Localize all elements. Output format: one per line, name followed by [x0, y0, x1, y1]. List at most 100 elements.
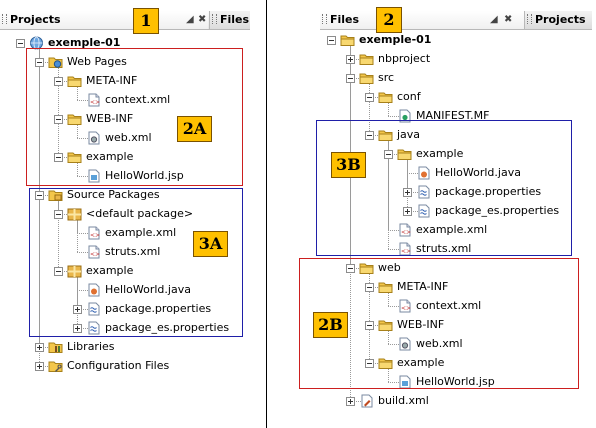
- panel-divider: [266, 0, 267, 428]
- collapse-icon[interactable]: [346, 74, 355, 83]
- tree-guide-line: [388, 249, 405, 250]
- folder-icon: [67, 150, 82, 164]
- collapse-icon[interactable]: [35, 58, 44, 67]
- expand-icon[interactable]: [35, 362, 44, 371]
- drag-grip-icon[interactable]: [322, 14, 327, 24]
- tab-projects[interactable]: Projects: [0, 11, 208, 29]
- drag-grip-icon[interactable]: [527, 14, 532, 24]
- tree-node-label: example.xml: [416, 223, 488, 236]
- collapse-icon[interactable]: [365, 359, 374, 368]
- tree-node-label: HelloWorld.java: [105, 283, 191, 296]
- tree-guide-line: [369, 287, 386, 288]
- svg-text:<>: <>: [90, 99, 100, 106]
- collapse-icon[interactable]: [35, 191, 44, 200]
- tree-node-label: package.properties: [435, 185, 542, 198]
- close-tab-icon[interactable]: ✖: [198, 14, 207, 25]
- expand-icon[interactable]: [403, 207, 412, 216]
- tree-node-label: exemple-01: [48, 36, 121, 49]
- tree-guide-line: [350, 59, 367, 60]
- highlight-box-3a: [29, 188, 243, 337]
- tab-label: Files: [330, 13, 360, 26]
- tree-guide-line: [39, 49, 40, 366]
- tree-guide-line: [39, 62, 56, 63]
- tree-node-label: example.xml: [105, 226, 177, 239]
- tree-node-label: HelloWorld.java: [435, 166, 521, 179]
- highlight-box-3b: [316, 120, 572, 256]
- tree-guide-line: [388, 154, 405, 155]
- tree-guide-line: [388, 103, 389, 116]
- collapse-icon[interactable]: [365, 321, 374, 330]
- svg-text:<>: <>: [90, 251, 100, 258]
- tree-guide-line: [369, 363, 386, 364]
- tree-node-label: META-INF: [397, 280, 449, 293]
- svg-text:<>: <>: [90, 232, 100, 239]
- tree-guide-line: [369, 135, 386, 136]
- collapse-icon[interactable]: [54, 210, 63, 219]
- tree-node-label: HelloWorld.jsp: [105, 169, 184, 182]
- svg-text:<>: <>: [401, 229, 411, 236]
- tree-node-label: struts.xml: [105, 245, 161, 258]
- collapse-icon[interactable]: [54, 115, 63, 124]
- tree-node-label: src: [378, 71, 395, 84]
- folder-icon: [359, 261, 374, 275]
- highlight-box-2b: [299, 258, 579, 389]
- tab-projects[interactable]: Projects: [524, 11, 592, 29]
- tree-guide-line: [350, 401, 367, 402]
- tree-guide-line: [407, 173, 424, 174]
- tree-guide-line: [39, 195, 56, 196]
- expand-icon[interactable]: [73, 305, 82, 314]
- callout-badge-2b: 2B: [313, 312, 348, 338]
- project-globe-icon: [29, 36, 44, 50]
- tree-node-label: Configuration Files: [67, 359, 170, 372]
- folder-icon: [378, 90, 393, 104]
- collapse-icon[interactable]: [365, 93, 374, 102]
- collapse-icon[interactable]: [365, 283, 374, 292]
- tree-guide-line: [58, 201, 59, 271]
- expand-icon[interactable]: [403, 188, 412, 197]
- package-icon: [67, 207, 82, 221]
- tree-node-label: MANIFEST.MF: [416, 109, 490, 122]
- close-tab-icon[interactable]: ✖: [504, 14, 513, 25]
- tree-guide-line: [388, 382, 405, 383]
- minimize-window-icon[interactable]: ◢: [490, 14, 498, 25]
- source-packages-icon: [48, 188, 63, 202]
- build-xml-icon: [359, 394, 374, 408]
- drag-grip-icon[interactable]: [2, 14, 7, 24]
- tree-guide-line: [388, 331, 389, 344]
- minimize-window-icon[interactable]: ◢: [186, 14, 194, 25]
- expand-icon[interactable]: [346, 397, 355, 406]
- tab-files[interactable]: Files: [209, 11, 250, 29]
- package-icon: [67, 264, 82, 278]
- collapse-icon[interactable]: [54, 153, 63, 162]
- expand-icon[interactable]: [346, 55, 355, 64]
- collapse-icon[interactable]: [346, 264, 355, 273]
- drag-grip-icon[interactable]: [212, 14, 217, 24]
- tree-guide-line: [77, 87, 78, 100]
- collapse-icon[interactable]: [54, 267, 63, 276]
- tree-guide-line: [58, 214, 75, 215]
- tree-node-label: web.xml: [416, 337, 463, 350]
- collapse-icon[interactable]: [16, 39, 25, 48]
- tree-guide-line: [77, 290, 94, 291]
- java-file-icon: [86, 283, 101, 297]
- collapse-icon[interactable]: [54, 77, 63, 86]
- expand-icon[interactable]: [73, 324, 82, 333]
- collapse-icon[interactable]: [384, 150, 393, 159]
- tree-guide-line: [369, 97, 386, 98]
- tree-guide-line: [77, 328, 94, 329]
- svg-text:<>: <>: [401, 305, 411, 312]
- tree-node-label: conf: [397, 90, 421, 103]
- tab-files[interactable]: Files: [320, 11, 524, 29]
- folder-icon: [359, 71, 374, 85]
- tree-guide-line: [388, 230, 405, 231]
- tree-guide-line: [77, 277, 78, 328]
- tree-node-label: web.xml: [105, 131, 152, 144]
- xml-file-icon: <>: [397, 299, 412, 313]
- collapse-icon[interactable]: [327, 36, 336, 45]
- collapse-icon[interactable]: [365, 131, 374, 140]
- expand-icon[interactable]: [35, 343, 44, 352]
- tree-guide-line: [369, 325, 386, 326]
- tree-node-label: java: [397, 128, 421, 141]
- tree-node-label: web: [378, 261, 401, 274]
- tree-guide-line: [350, 268, 367, 269]
